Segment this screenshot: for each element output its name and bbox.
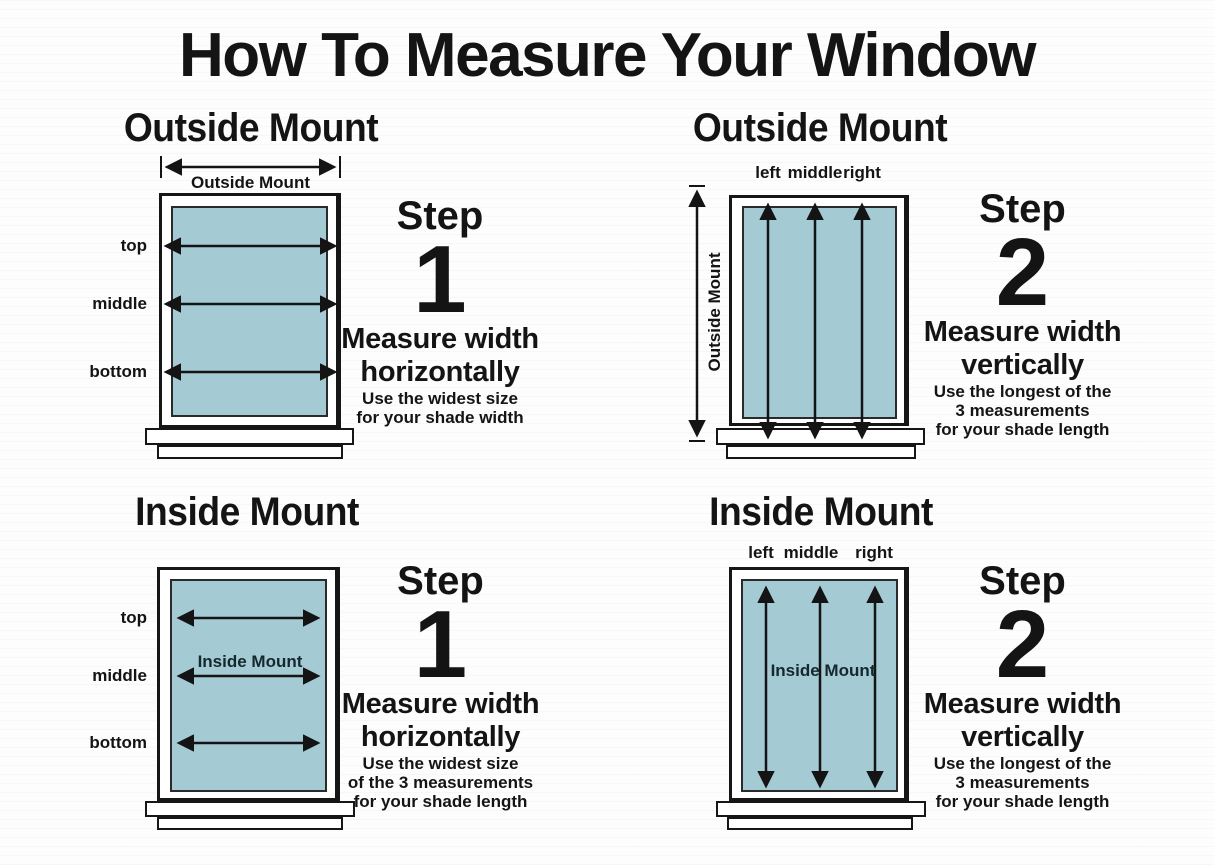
outside-length-extent-arrow: [688, 185, 706, 442]
col-label-middle: middle: [783, 543, 839, 562]
note-line: for your shade length: [353, 792, 528, 811]
note-line: Use the longest of the: [933, 754, 1112, 773]
instruction-line: vertically: [961, 349, 1084, 381]
window-pane: [742, 206, 897, 419]
window-sill: [716, 428, 925, 445]
inside-mount-pane-label: Inside Mount: [197, 652, 303, 671]
col-label-left: left: [755, 163, 781, 182]
window-sill: [145, 428, 354, 445]
col-label-right: right: [855, 543, 893, 562]
note-line: for your shade width: [356, 408, 524, 427]
window-sill-base: [726, 445, 916, 459]
section-heading: Outside Mount: [123, 106, 379, 150]
col-label-left: left: [748, 543, 774, 562]
instruction-line: horizontally: [360, 721, 521, 753]
col-label-right: right: [843, 163, 881, 182]
measure-length-label: Outside Mount: [705, 252, 724, 372]
measure-width-label: Outside Mount: [191, 173, 310, 192]
window-sill-base: [157, 817, 343, 830]
instruction-line: Measure width: [923, 316, 1122, 348]
note-line: of the 3 measurements: [347, 773, 534, 792]
row-label-middle: middle: [92, 294, 147, 313]
step-number: 2: [995, 591, 1050, 698]
inside-mount-pane-label: Inside Mount: [770, 661, 876, 680]
step-number: 1: [413, 226, 467, 333]
step-number: 1: [413, 591, 468, 698]
instruction-line: Measure width: [341, 323, 539, 355]
row-label-bottom: bottom: [89, 733, 147, 752]
note-line: Use the longest of the: [933, 382, 1112, 401]
window-sill: [145, 801, 355, 817]
step-word: Step: [396, 194, 484, 238]
window-sill-base: [727, 817, 913, 830]
window-pane: [741, 579, 898, 792]
row-label-top: top: [120, 608, 147, 627]
instruction-line: Measure width: [341, 688, 540, 720]
note-line: Use the widest size: [362, 389, 518, 408]
step-word: Step: [397, 559, 484, 603]
col-label-middle: middle: [787, 163, 843, 182]
window-sill: [716, 801, 926, 817]
section-heading: Inside Mount: [709, 490, 933, 534]
step-block: Step 2 Measure width vertically Use the …: [900, 188, 1145, 439]
note-line: 3 measurements: [955, 401, 1090, 420]
page-title: How To Measure Your Window: [178, 21, 1037, 90]
note-line: for your shade length: [935, 792, 1110, 811]
note-line: Use the widest size: [362, 754, 519, 773]
section-heading: Inside Mount: [135, 490, 359, 534]
step-block: Step 2 Measure width vertically Use the …: [900, 560, 1145, 811]
row-label-middle: middle: [92, 666, 147, 685]
instruction-line: Measure width: [923, 688, 1122, 720]
note-line: for your shade length: [935, 420, 1110, 439]
step-block: Step 1 Measure width horizontally Use th…: [330, 195, 550, 427]
step-word: Step: [979, 187, 1066, 231]
window-pane: [171, 206, 328, 417]
instruction-line: horizontally: [360, 356, 520, 388]
row-label-bottom: bottom: [89, 362, 147, 381]
instruction-line: vertically: [961, 721, 1084, 753]
section-heading: Outside Mount: [692, 106, 948, 150]
step-word: Step: [979, 559, 1066, 603]
window-sill-base: [157, 445, 343, 459]
step-block: Step 1 Measure width horizontally Use th…: [328, 560, 553, 811]
row-label-top: top: [120, 236, 147, 255]
window-pane: [170, 579, 327, 792]
note-line: 3 measurements: [955, 773, 1090, 792]
step-number: 2: [995, 219, 1050, 326]
